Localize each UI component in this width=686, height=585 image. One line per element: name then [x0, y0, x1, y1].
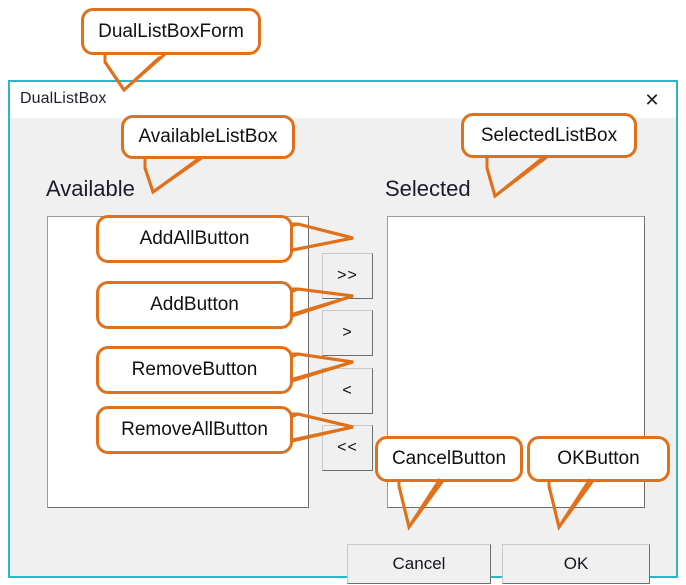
window-title: DualListBox [20, 90, 107, 107]
window-titlebar: DualListBox ✕ [10, 82, 676, 118]
window-client-area: Available Selected >> > < << Cancel OK [10, 118, 676, 584]
remove-button[interactable]: < [322, 368, 373, 414]
selected-label: Selected [385, 176, 471, 201]
duallistbox-window: DualListBox ✕ Available Selected >> > < … [8, 80, 678, 584]
add-all-button[interactable]: >> [322, 253, 373, 299]
close-icon[interactable]: ✕ [644, 90, 660, 110]
available-label: Available [46, 176, 135, 201]
callout-duallistboxform: DualListBoxForm [81, 8, 261, 55]
ok-button[interactable]: OK [502, 544, 650, 584]
selected-listbox[interactable] [387, 216, 645, 508]
available-listbox[interactable] [47, 216, 309, 508]
cancel-button[interactable]: Cancel [347, 544, 491, 584]
add-button[interactable]: > [322, 310, 373, 356]
remove-all-button[interactable]: << [322, 425, 373, 471]
